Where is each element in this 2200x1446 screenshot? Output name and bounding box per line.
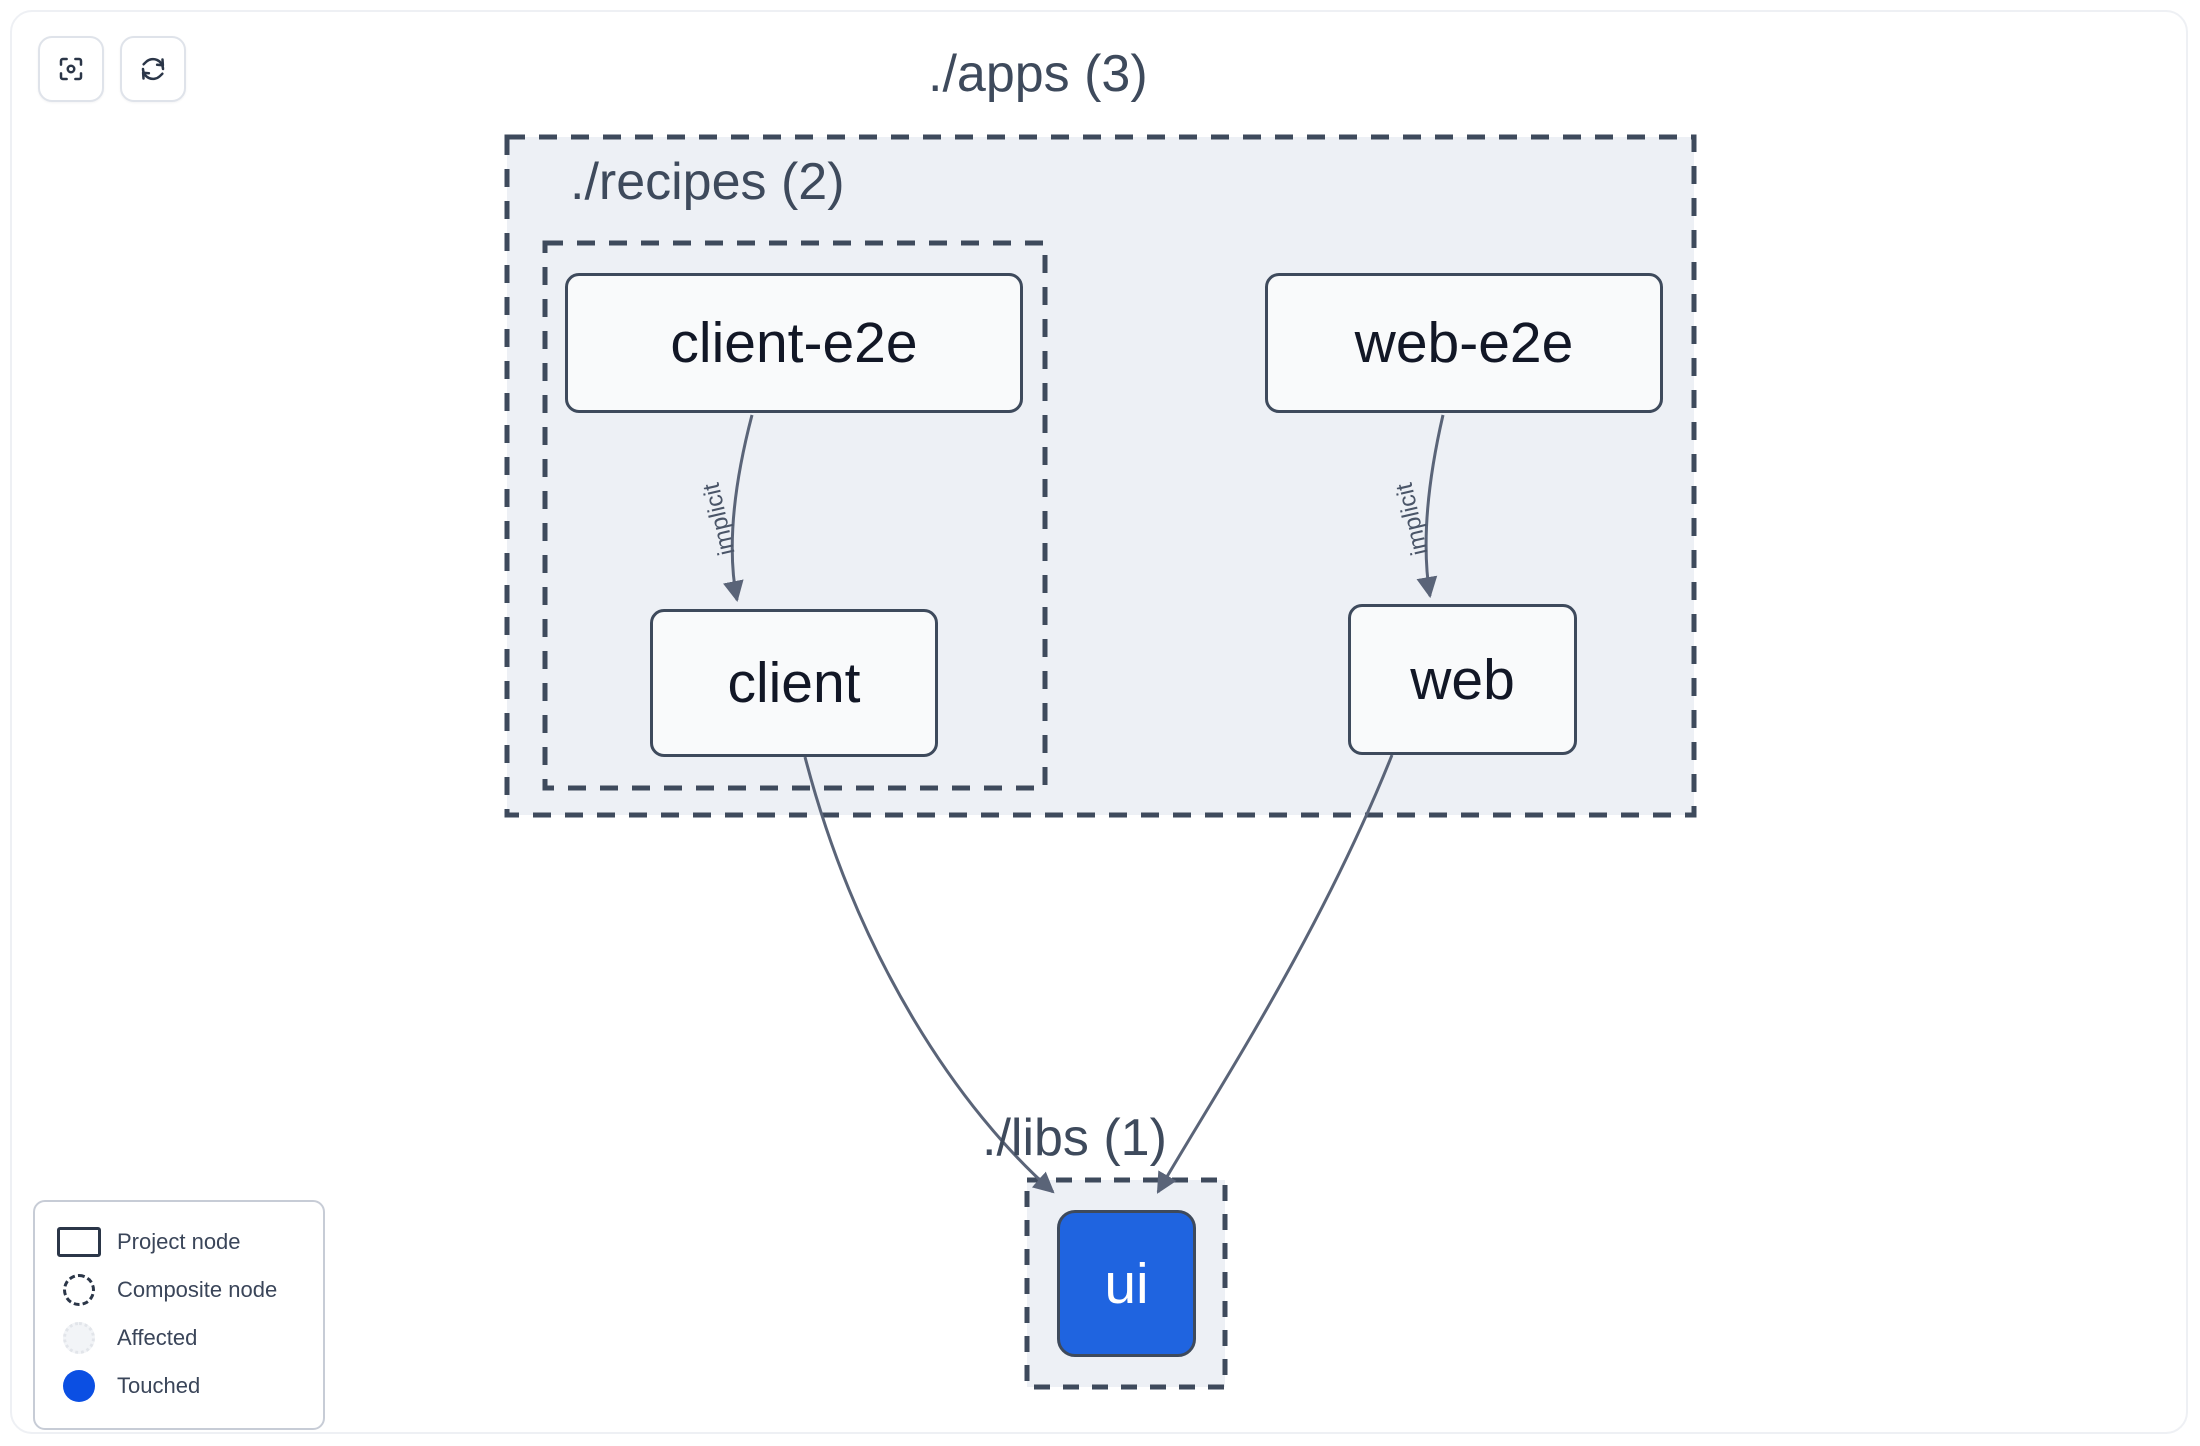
legend-item-touched: Touched <box>53 1362 305 1410</box>
refresh-graph-button[interactable] <box>120 36 186 102</box>
project-node-web[interactable]: web <box>1348 604 1577 755</box>
edge-web-to-ui[interactable] <box>1156 754 1394 1194</box>
legend-label-affected: Affected <box>117 1325 198 1350</box>
legend-item-affected: Affected <box>53 1314 305 1362</box>
affected-swatch <box>53 1322 105 1354</box>
legend-item-composite-node: Composite node <box>53 1266 305 1314</box>
group-label-libs[interactable]: ./libs (1) <box>982 1109 1167 1167</box>
legend-label-touched: Touched <box>117 1373 201 1398</box>
edge-client-e2e-to-client[interactable] <box>723 414 754 603</box>
project-node-ui[interactable]: ui <box>1057 1210 1196 1357</box>
legend-label-project-node: Project node <box>117 1229 241 1254</box>
project-node-client-e2e[interactable]: client-e2e <box>565 273 1023 413</box>
focus-view-button[interactable] <box>38 36 104 102</box>
edge-web-e2e-to-web[interactable] <box>1416 414 1445 599</box>
edge-client-to-ui[interactable] <box>803 756 1055 1194</box>
group-label-recipes[interactable]: ./recipes (2) <box>570 153 845 211</box>
focus-icon <box>56 54 86 84</box>
project-node-client[interactable]: client <box>650 609 938 757</box>
group-label-apps[interactable]: ./apps (3) <box>928 45 1148 103</box>
project-node-swatch <box>53 1227 105 1257</box>
refresh-icon <box>138 54 168 84</box>
project-node-web-e2e[interactable]: web-e2e <box>1265 273 1663 413</box>
legend-label-composite-node: Composite node <box>117 1277 278 1302</box>
touched-swatch <box>53 1370 105 1402</box>
legend-item-project-node: Project node <box>53 1218 305 1266</box>
graph-toolbar <box>38 36 186 102</box>
composite-node-swatch <box>53 1274 105 1306</box>
graph-legend: Project node Composite node Affected Tou… <box>33 1200 325 1430</box>
